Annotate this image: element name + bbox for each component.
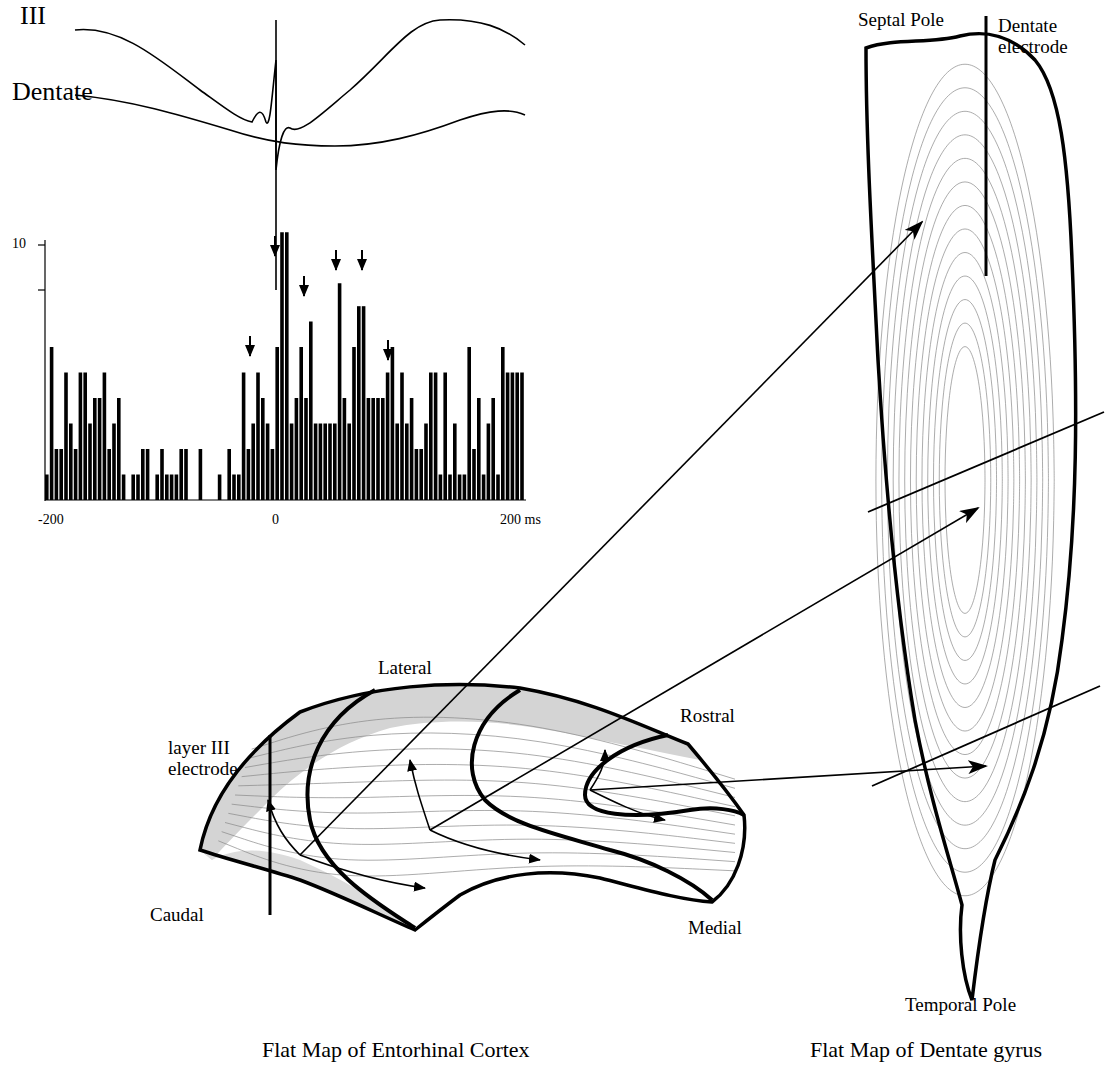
direction-label: Caudal [150, 905, 204, 926]
entorhinal-caudal-band [200, 850, 415, 930]
figure-title: Flat Map of Dentate gyrus [810, 1038, 1042, 1062]
dentate-outline [866, 34, 1076, 1000]
time-zero-line [275, 20, 277, 290]
entorhinal-outline [200, 685, 745, 930]
layer-iii-electrode [269, 735, 272, 915]
direction-label: Lateral [378, 658, 432, 679]
histogram-bars [45, 232, 524, 500]
electrode-label: layer III electrode [168, 738, 264, 780]
figure-title: Flat Map of Entorhinal Cortex [262, 1038, 530, 1062]
direction-label: Medial [688, 918, 742, 939]
dentate-trace [75, 95, 525, 146]
map-label: Temporal Pole [905, 995, 1016, 1016]
trace-label: III [20, 2, 46, 31]
electrode-label: Dentate electrode [998, 16, 1098, 58]
projection-arrows [300, 222, 986, 855]
axis-tick: 200 ms [500, 512, 541, 527]
axis-tick: 0 [272, 512, 279, 527]
dentate-electrode [985, 16, 988, 276]
axis-tick: -200 [38, 512, 64, 527]
map-label: Septal Pole [858, 10, 944, 31]
trace-label: Dentate [12, 78, 93, 107]
entorhinal-band-borders [308, 690, 744, 928]
axis-tick: 10 [12, 236, 26, 251]
peak-arrows [250, 236, 388, 360]
direction-label: Rostral [680, 706, 735, 727]
dentate-division [868, 412, 1104, 512]
layer-iii-trace [75, 20, 525, 170]
entorhinal-lateral-band [200, 685, 700, 860]
entorhinal-flow-arrows [268, 750, 665, 888]
